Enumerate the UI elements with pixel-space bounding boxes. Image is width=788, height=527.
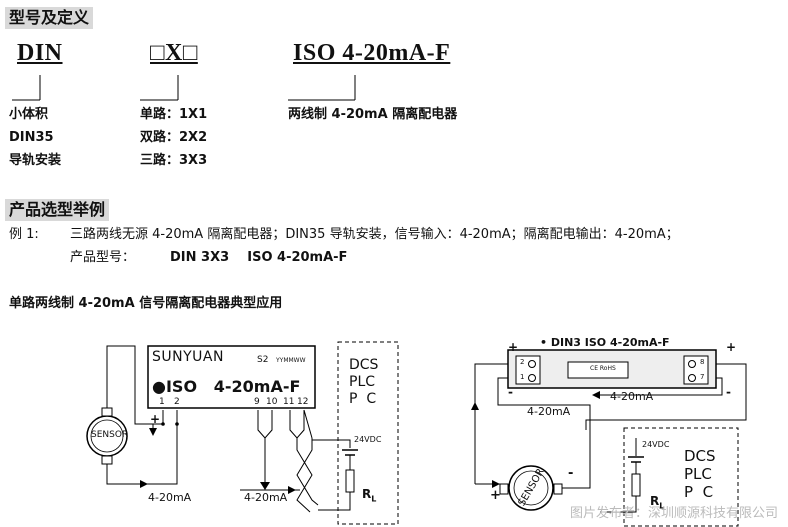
load-label-right: RL (650, 494, 665, 511)
example-text: 三路两线无源 4-20mA 隔离配电器；DIN35 导轨安装，信号输入：4-20… (70, 227, 679, 242)
def1-line1: 小体积 (9, 107, 49, 122)
supply-label-right: 24VDC (642, 440, 670, 449)
minus-sign-right-top: - (508, 385, 513, 399)
def2-line3: 三路：3X3 (140, 153, 208, 168)
def2-line2: 双路：2X2 (140, 130, 208, 145)
section-title-definition: 型号及定义 (5, 7, 94, 29)
terminal-2: 2 (174, 397, 180, 407)
model-label: 产品型号： (70, 250, 136, 265)
product-label: ●ISO 4-20mA-F (152, 377, 301, 396)
plus-sign-right-out: + (726, 340, 737, 354)
minus-sign-right-out: - (726, 385, 731, 399)
load-label-left: RL (362, 487, 377, 504)
isolator-module-box (147, 345, 316, 409)
terminal-2-right: 2 (520, 358, 525, 366)
brand-label: SUNYUAN (152, 349, 224, 365)
def1-line3: 导轨安装 (9, 153, 62, 168)
terminal-8-right: 8 (700, 358, 705, 366)
current-top-label-right: 4-20mA (610, 390, 654, 403)
plus-sign-left: + (150, 412, 161, 426)
section-title-selection: 产品选型举例 (5, 199, 110, 221)
watermark: 图片发布者：深圳顺源科技有限公司 (569, 506, 778, 521)
bullet-icon: ● (152, 377, 166, 396)
current-in-label: 4-20mA (148, 491, 192, 504)
model-value: DIN 3X3 ISO 4-20mA-F (170, 250, 348, 265)
model-part-iso: ISO 4-20mA-F (293, 40, 451, 66)
dcs-box-right (623, 427, 739, 527)
dcs-box-left (337, 341, 399, 525)
example-label: 例 1: (9, 227, 39, 242)
terminal-1: 1 (159, 397, 165, 407)
terminal-9: 9 (254, 397, 260, 407)
current-left-label-right: 4-20mA (527, 405, 571, 418)
definition-leader-lines (12, 75, 356, 101)
section-title-application: 单路两线制 4-20mA 信号隔离配电器典型应用 (9, 296, 283, 311)
def2-line1: 单路：1X1 (140, 107, 208, 122)
din-module-label: • DIN3 ISO 4-20mA-F (540, 336, 670, 349)
terminal-1-right: 1 (520, 373, 525, 381)
model-code-label: S2 (257, 355, 269, 365)
current-out-label: 4-20mA (244, 491, 288, 504)
minus-sign-sensor-right: - (568, 466, 574, 481)
dcs-label-left: DCS PLC P C (349, 357, 379, 407)
plus-sign-sensor-right: + (490, 488, 501, 503)
terminal-11: 11 (283, 397, 295, 407)
terminal-7-right: 7 (700, 373, 705, 381)
sensor-right (508, 465, 554, 511)
dcs-label-right: DCS PLC P C (684, 447, 716, 501)
model-part-din: DIN (17, 40, 63, 66)
date-code-label: YYMMWW (276, 357, 306, 364)
plus-sign-right-top: + (508, 340, 519, 354)
ce-rohs-mark: CE RoHS (590, 365, 616, 372)
def1-line2: DIN35 (9, 130, 54, 145)
supply-label-left: 24VDC (354, 435, 382, 444)
terminal-10: 10 (266, 397, 278, 407)
terminal-12: 12 (297, 397, 309, 407)
model-part-channels: □X□ (150, 40, 198, 66)
sensor-label-left: SENSOR (91, 430, 129, 440)
def3-line1: 两线制 4-20mA 隔离配电器 (288, 107, 458, 122)
